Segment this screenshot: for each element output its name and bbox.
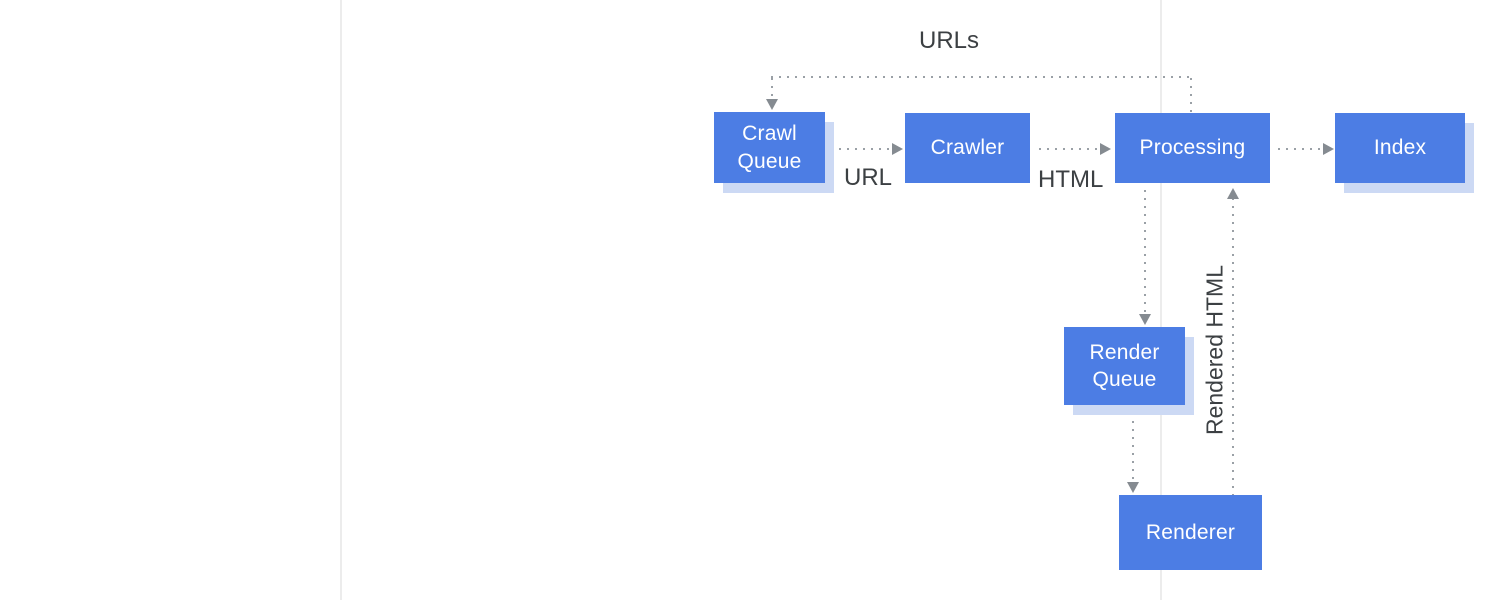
edge-label-urls: URLs: [919, 27, 980, 54]
edge-label-rendered-html: Rendered HTML: [1201, 264, 1228, 436]
arrowhead-into-processing: [1100, 143, 1111, 155]
arrowhead-into-render-queue: [1139, 314, 1151, 325]
edge-processing-to-crawlqueue-down-segment: [771, 78, 773, 99]
edge-crawlqueue-to-crawler: [839, 148, 892, 150]
arrowhead-into-crawler: [892, 143, 903, 155]
node-render-queue: Render Queue: [1064, 327, 1185, 405]
edge-processing-to-crawlqueue-horizontal: [771, 76, 1192, 78]
node-crawl-queue: Crawl Queue: [714, 112, 825, 183]
edge-label-html: HTML: [1038, 166, 1104, 193]
edge-renderer-to-processing: [1232, 198, 1234, 495]
node-index: Index: [1335, 113, 1465, 183]
node-renderer: Renderer: [1119, 495, 1262, 570]
arrowhead-into-renderer: [1127, 482, 1139, 493]
edge-processing-to-index: [1278, 148, 1323, 150]
arrowhead-up-into-processing: [1227, 188, 1239, 199]
edge-renderqueue-to-renderer: [1132, 413, 1134, 484]
node-processing: Processing: [1115, 113, 1270, 183]
edge-label-url: URL: [844, 164, 893, 191]
edge-processing-to-renderqueue: [1144, 190, 1146, 315]
diagram-panel: Crawl Queue Crawler Processing Index Ren…: [340, 0, 1465, 600]
edge-processing-to-crawlqueue-up-segment: [1190, 78, 1192, 112]
arrowhead-into-index: [1323, 143, 1334, 155]
node-crawler: Crawler: [905, 113, 1030, 183]
arrowhead-into-crawl-queue: [766, 99, 778, 110]
edge-crawler-to-processing: [1039, 148, 1100, 150]
